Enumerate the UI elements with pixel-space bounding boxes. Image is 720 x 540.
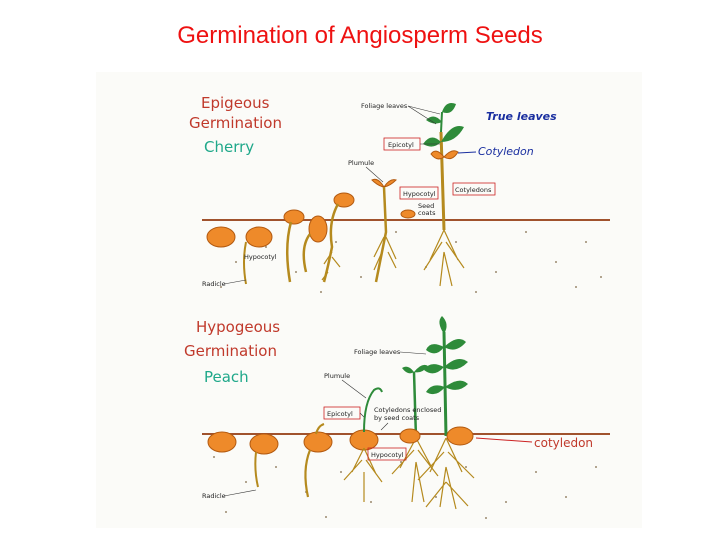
label-radicle: Radicle bbox=[202, 280, 226, 288]
slide-title: Germination of Angiosperm Seeds bbox=[177, 22, 543, 49]
hypogeous-heading-line2: Germination bbox=[184, 342, 277, 360]
epigeous-seed-3 bbox=[283, 209, 305, 225]
germination-diagram: Epigeous Germination Cherry bbox=[96, 72, 642, 528]
epigeous-soil-dots bbox=[210, 231, 602, 293]
hypogeous-cotyledon-seed bbox=[446, 426, 474, 446]
hypogeous-section: Hypogeous Germination Peach bbox=[184, 316, 610, 519]
label-cotyledon-2: cotyledon bbox=[534, 436, 593, 450]
label-radicle-2: Radicle bbox=[202, 492, 226, 500]
epigeous-seed-4 bbox=[308, 215, 328, 243]
hypogeous-seed-3 bbox=[303, 431, 333, 453]
hypogeous-seed-5 bbox=[399, 428, 421, 444]
label-epicotyl: Epicotyl bbox=[388, 141, 414, 149]
label-foliage-leaves: Foliage leaves bbox=[361, 102, 408, 110]
hypogeous-soil-dots bbox=[213, 456, 597, 519]
epigeous-section: Epigeous Germination Cherry bbox=[189, 94, 610, 293]
label-hypocotyl-2: Hypocotyl bbox=[371, 451, 404, 459]
epigeous-seed-1 bbox=[206, 226, 236, 248]
label-plumule-2: Plumule bbox=[324, 372, 350, 380]
hypogeous-seed-4 bbox=[349, 429, 379, 451]
epigeous-seed-coat bbox=[400, 209, 416, 219]
label-seed-coats-1: Seed bbox=[418, 202, 434, 210]
epigeous-seed-5 bbox=[333, 192, 355, 208]
hypogeous-example: Peach bbox=[204, 368, 249, 386]
label-epicotyl-2: Epicotyl bbox=[327, 410, 353, 418]
label-seed-coats-2: coats bbox=[418, 209, 436, 217]
label-cotyledons-enclosed-1: Cotyledons enclosed bbox=[374, 406, 441, 414]
label-cotyledons-enclosed-2: by seed coats bbox=[374, 414, 420, 422]
label-plumule: Plumule bbox=[348, 159, 374, 167]
epigeous-heading-line2: Germination bbox=[189, 114, 282, 132]
epigeous-seed-2 bbox=[245, 226, 273, 248]
epigeous-example: Cherry bbox=[204, 138, 254, 156]
hypogeous-heading-line1: Hypogeous bbox=[196, 318, 280, 336]
label-foliage-leaves-2: Foliage leaves bbox=[354, 348, 401, 356]
label-cotyledons: Cotyledons bbox=[455, 186, 492, 194]
label-true-leaves: True leaves bbox=[486, 110, 557, 123]
hypogeous-seed-2 bbox=[249, 433, 279, 455]
epigeous-heading-line1: Epigeous bbox=[201, 94, 270, 112]
label-hypocotyl: Hypocotyl bbox=[244, 253, 277, 261]
label-hypocotyl-box: Hypocotyl bbox=[403, 190, 436, 198]
hypogeous-seed-1 bbox=[207, 431, 237, 453]
label-cotyledon: Cotyledon bbox=[478, 145, 534, 158]
